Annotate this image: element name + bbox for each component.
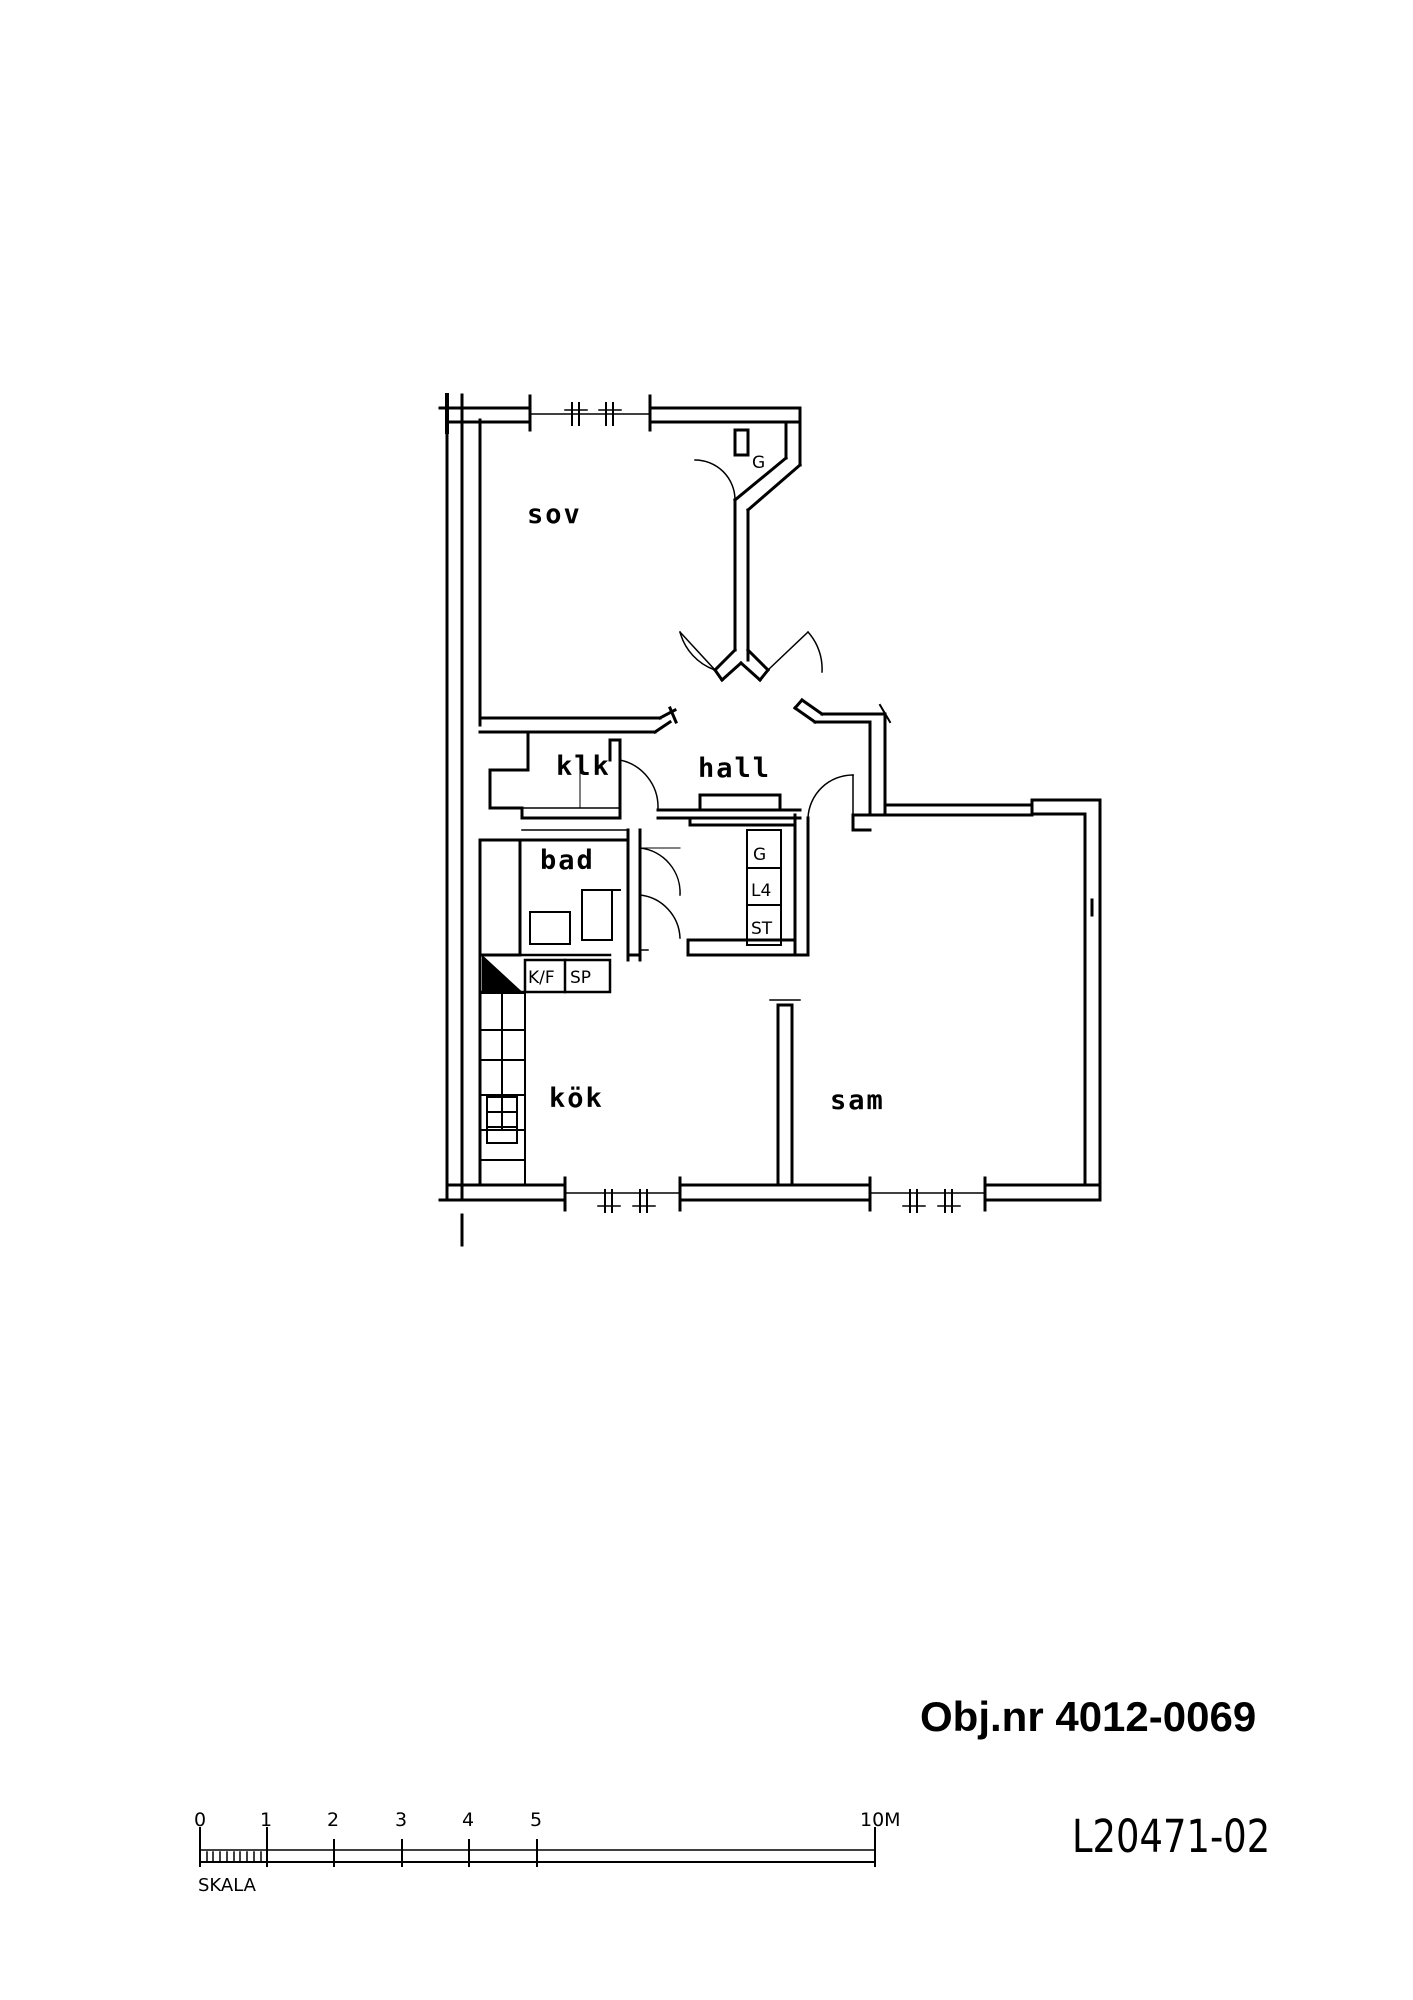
- wall-sam-north: [851, 798, 1102, 832]
- wall-y-junction: [678, 630, 810, 683]
- door-swing-sam: [807, 774, 854, 819]
- wall-kok-sam: [769, 999, 801, 1187]
- fixture-label-fridge-freezer: K/F: [528, 968, 555, 988]
- room-label-kok: kök: [549, 1083, 604, 1114]
- scale-tick-label: 5: [530, 1809, 542, 1831]
- outer-wall-south: [438, 1176, 1102, 1213]
- wall-closet-sov: [732, 406, 803, 662]
- room-label-hall: hall: [698, 753, 771, 784]
- wall-hall-closet: [686, 938, 810, 957]
- room-label-klk: klk: [556, 751, 611, 782]
- scale-tick-label: 3: [395, 1809, 407, 1831]
- fixture-label-wardrobe-sov: G: [752, 453, 765, 473]
- kitchen-corner-fill: [482, 954, 525, 994]
- door-swing-bad-inner: [639, 894, 681, 939]
- hall-closet: [746, 829, 782, 946]
- room-label-sov: sov: [527, 499, 582, 530]
- scale-tick-label: 1: [260, 1809, 272, 1831]
- drawing-id: L20471-02: [1072, 1810, 1271, 1863]
- room-label-sam: sam: [830, 1085, 885, 1116]
- scale-tick-label: 10M: [860, 1809, 901, 1831]
- wall-bad: [478, 828, 649, 962]
- door-swing-bad: [639, 847, 681, 896]
- fixture-label-linen-cabinet: L4: [751, 881, 771, 901]
- scale-tick-label: 0: [194, 1809, 206, 1831]
- outer-wall-west: [445, 393, 482, 1247]
- door-swing-hall-ne: [806, 630, 823, 673]
- wall-sov-south: [478, 706, 678, 735]
- scale-bar-label: SKALA: [198, 1875, 256, 1896]
- fixture-label-stove: SP: [570, 968, 591, 988]
- scale-tick-label: 2: [327, 1809, 339, 1831]
- fixture-label-cleaning-cabinet: ST: [751, 919, 773, 939]
- bathtub: [529, 889, 621, 945]
- object-number: Obj.nr 4012-0069: [920, 1693, 1257, 1740]
- kitchen-counter: [479, 991, 526, 1186]
- door-swing-closet: [694, 459, 736, 501]
- scale-bar: [199, 1827, 876, 1867]
- door-swing-klk: [619, 759, 659, 809]
- wall-hall-south: [656, 793, 810, 957]
- wall-hall-ne: [792, 697, 892, 817]
- outer-wall-east: [1083, 798, 1102, 1202]
- door-swing-sov: [679, 631, 716, 671]
- scale-tick-label: 4: [462, 1809, 474, 1831]
- fixture-label-wardrobe-hall: G: [753, 845, 766, 865]
- outer-wall-north: [438, 393, 802, 434]
- room-label-bad: bad: [540, 845, 595, 876]
